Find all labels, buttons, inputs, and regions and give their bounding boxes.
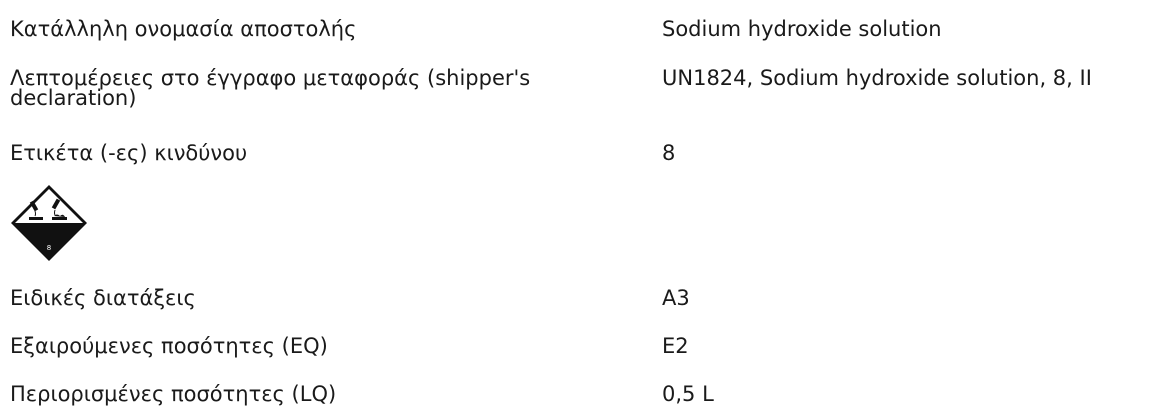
- value-limited-quantities: 0,5 L: [662, 382, 714, 406]
- label-special-provisions: Ειδικές διατάξεις: [10, 286, 196, 310]
- pictogram-class-number: 8: [47, 244, 51, 252]
- label-hazard-labels: Ετικέτα (-ες) κινδύνου: [10, 141, 248, 165]
- corrosive-class-8-pictogram-icon: 8: [10, 184, 88, 262]
- label-limited-quantities: Περιορισμένες ποσότητες (LQ): [10, 382, 337, 406]
- value-proper-shipping-name: Sodium hydroxide solution: [662, 17, 942, 41]
- value-excepted-quantities: E2: [662, 334, 689, 358]
- label-transport-document: Λεπτομέρειες στο έγγραφο μεταφοράς (ship…: [10, 66, 531, 110]
- value-hazard-labels: 8: [662, 141, 676, 165]
- label-excepted-quantities: Εξαιρούμενες ποσότητες (EQ): [10, 334, 328, 358]
- value-special-provisions: A3: [662, 286, 690, 310]
- label-proper-shipping-name: Κατάλληλη ονομασία αποστολής: [10, 17, 357, 41]
- value-transport-document: UN1824, Sodium hydroxide solution, 8, II: [662, 66, 1092, 90]
